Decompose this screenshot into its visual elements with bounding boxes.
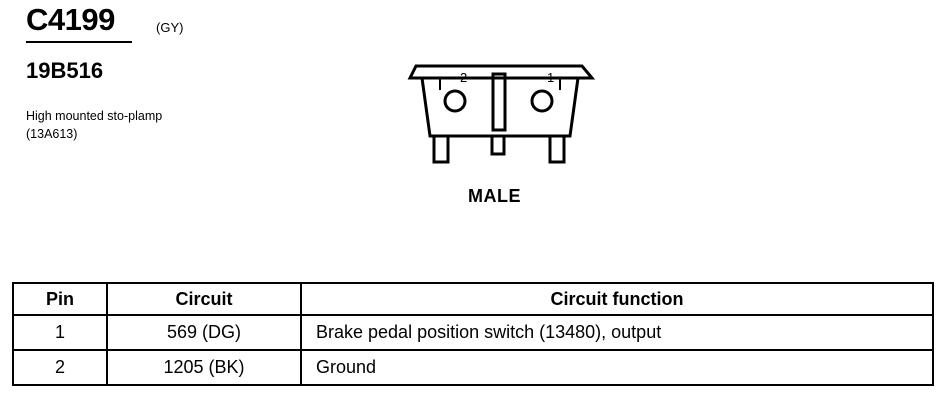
terminal-leg-right xyxy=(548,134,566,164)
table-row: 1 569 (DG) Brake pedal position switch (… xyxy=(12,314,934,351)
header-circuit-function: Circuit function xyxy=(300,282,934,316)
diagram-caption: MALE xyxy=(468,186,521,206)
pin-cavity-2 xyxy=(443,89,467,113)
center-key xyxy=(491,72,507,132)
connector-outline xyxy=(407,64,596,80)
pin-cavity-1 xyxy=(530,89,554,113)
cell-circuit-function: Ground xyxy=(300,349,934,386)
cell-pin: 1 xyxy=(12,314,108,351)
pin-label-2: 2 xyxy=(460,70,467,85)
terminal-leg-left xyxy=(432,134,450,164)
cell-pin: 2 xyxy=(12,349,108,386)
color-code: (GY) xyxy=(156,20,184,35)
part-number: 19B516 xyxy=(26,58,104,83)
pin-label-1: 1 xyxy=(547,70,554,85)
cell-circuit-function: Brake pedal position switch (13480), out… xyxy=(300,314,934,351)
header-pin: Pin xyxy=(12,282,108,316)
connector-id: C4199 xyxy=(26,2,132,43)
pin-table: Pin Circuit Circuit function 1 569 (DG) … xyxy=(12,282,934,386)
table-header-row: Pin Circuit Circuit function xyxy=(12,282,934,316)
cell-circuit: 569 (DG) xyxy=(106,314,302,351)
connector-diagram: 2 1 xyxy=(407,64,596,164)
component-description: High mounted sto-plamp (13A613) xyxy=(26,109,163,141)
cell-circuit: 1205 (BK) xyxy=(106,349,302,386)
table-row: 2 1205 (BK) Ground xyxy=(12,349,934,386)
header-circuit: Circuit xyxy=(106,282,302,316)
terminal-leg-center xyxy=(490,134,506,156)
